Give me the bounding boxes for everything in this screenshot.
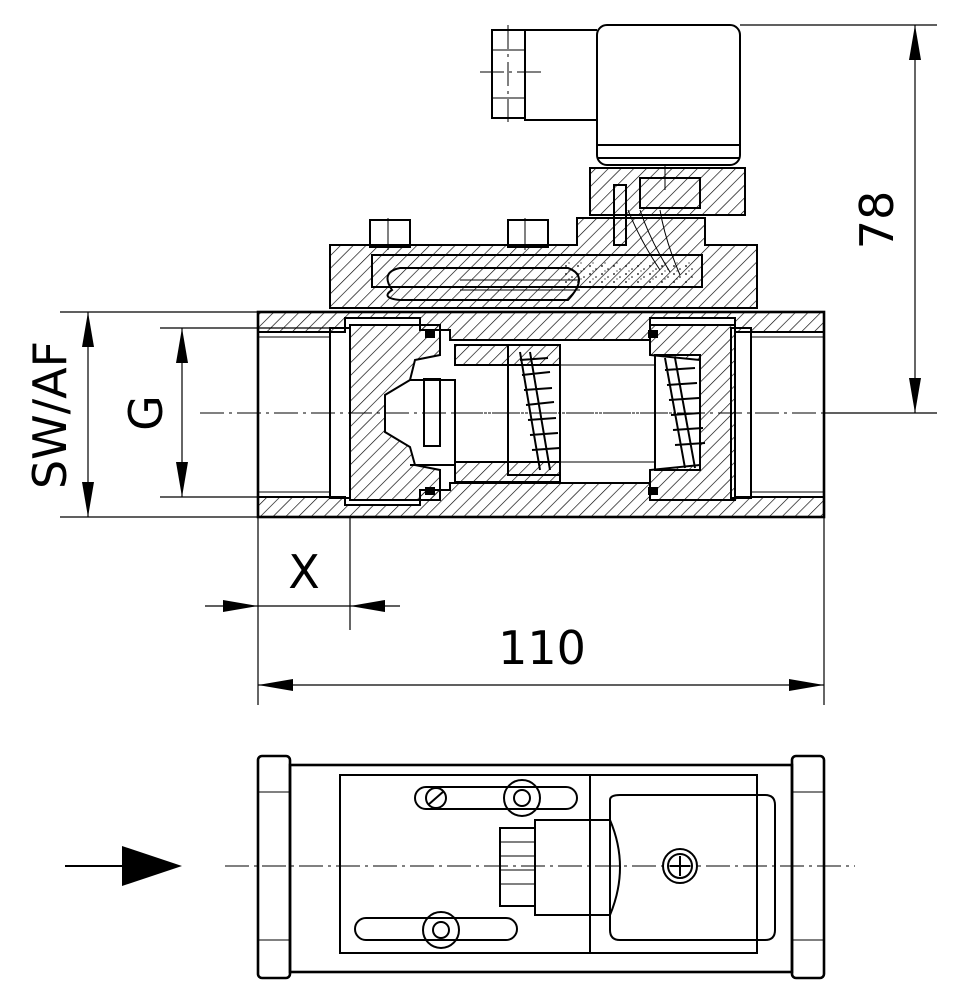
dim78-arrow-bottom xyxy=(909,378,921,413)
bolt-lower-head xyxy=(422,911,460,949)
dim110-arrow-right xyxy=(789,679,824,691)
dim78-arrow-top xyxy=(909,25,921,60)
contact-pin xyxy=(613,184,627,246)
g-arrow-top xyxy=(176,328,188,363)
bolt-head-right xyxy=(507,219,549,248)
o-ring-2 xyxy=(425,487,435,495)
armature-chamber xyxy=(371,254,703,288)
swaf-arrow-top xyxy=(82,312,94,347)
bolt-upper-socket xyxy=(513,789,531,807)
dim78-label: 78 xyxy=(850,191,904,250)
swaf-arrow-bottom xyxy=(82,482,94,517)
spring-left xyxy=(519,351,561,471)
right-valve-seat xyxy=(649,324,736,501)
dim110-arrow-left xyxy=(258,679,293,691)
g-arrow-bottom xyxy=(176,462,188,497)
coil-base-flange xyxy=(589,167,746,216)
dimension-78: 78 xyxy=(740,24,937,414)
slot-lower xyxy=(354,917,518,941)
dimension-x: X xyxy=(205,517,400,705)
x-arrow-right xyxy=(350,600,385,612)
slot-upper-screw-slot xyxy=(427,790,445,806)
body-top-wall xyxy=(257,311,825,341)
x-label: X xyxy=(288,545,320,599)
dimension-110: 110 xyxy=(258,517,825,705)
slot-upper xyxy=(414,786,578,810)
slot-upper-screw xyxy=(425,787,447,809)
top-gland-nut xyxy=(499,827,536,907)
bolt-lower-socket xyxy=(432,921,450,939)
top-body-outline xyxy=(288,763,794,974)
flow-arrow-icon xyxy=(122,846,182,886)
g-label: G xyxy=(119,395,173,431)
coil-base-inner xyxy=(639,177,701,209)
top-connector-body xyxy=(534,819,611,916)
bolt-upper-head xyxy=(503,779,541,817)
bolt-head-left xyxy=(369,219,411,248)
left-valve-seat xyxy=(349,324,441,501)
top-view xyxy=(65,754,855,980)
coil-cover-top xyxy=(609,794,776,941)
solenoid-coil xyxy=(596,24,741,166)
right-hex-end xyxy=(790,754,826,980)
o-ring-1 xyxy=(425,330,435,338)
side-section-view xyxy=(200,24,937,519)
dimension-g: G xyxy=(119,327,330,498)
connector-plug xyxy=(524,29,597,121)
top-bonnet-outline xyxy=(339,774,758,954)
dim110-label: 110 xyxy=(498,621,586,675)
chamber-speckle xyxy=(565,262,695,284)
dimension-sw-af: SW/AF xyxy=(23,311,258,518)
solenoid-bonnet xyxy=(329,217,758,309)
x-arrow-left xyxy=(223,600,258,612)
wires xyxy=(627,209,681,276)
body-bottom-wall xyxy=(257,482,825,518)
left-hex-end xyxy=(256,754,292,980)
spring-cage-left xyxy=(507,344,561,476)
left-piston xyxy=(410,379,456,466)
swaf-label: SW/AF xyxy=(23,341,77,489)
